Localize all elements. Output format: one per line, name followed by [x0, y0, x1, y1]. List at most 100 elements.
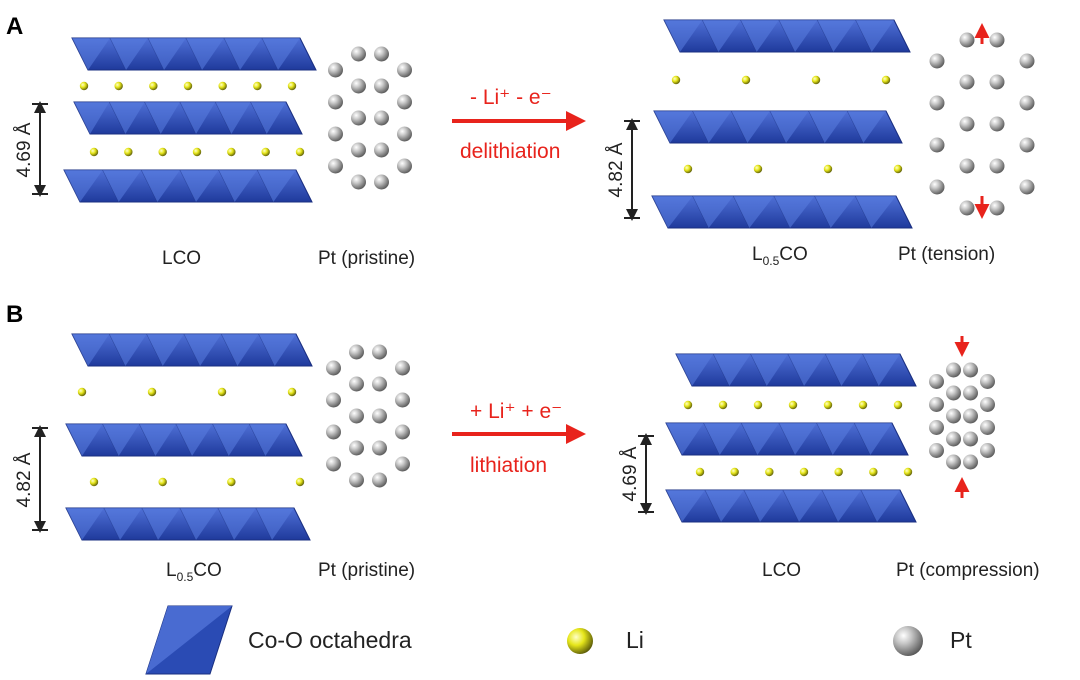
legend-pt-label: Pt [950, 627, 972, 653]
li-atom [881, 75, 891, 85]
octahedron-facet [218, 170, 258, 202]
pt-atom [1019, 53, 1035, 69]
pt-atom [959, 200, 975, 216]
octahedron-facet [262, 38, 300, 70]
panel-b-left-spacing: 4.82 Å [14, 452, 35, 507]
pt-atom [374, 110, 389, 126]
li-atom [192, 147, 202, 157]
li-atom [89, 477, 99, 487]
octahedron-facet [176, 424, 213, 456]
octahedron-facet [72, 38, 110, 70]
li-row [683, 164, 903, 174]
li-atom [823, 400, 833, 410]
octahedron-facet [102, 170, 142, 202]
panel-a-left-pt-label: Pt (pristine) [318, 248, 415, 269]
octahedron-facet [64, 170, 103, 202]
pt-atom [351, 78, 366, 94]
pt-atom [326, 456, 341, 472]
li-atom [114, 81, 123, 91]
li-row [79, 81, 297, 91]
octahedron-facet [825, 354, 863, 386]
panel-a-left-spacing: 4.69 Å [14, 122, 35, 177]
slab [665, 489, 917, 523]
pt-atom [946, 385, 961, 401]
li-row [89, 477, 305, 487]
panel-a-right-spacing: 4.82 Å [606, 142, 627, 197]
octahedron-facet [740, 20, 779, 52]
octahedron-facet [702, 20, 741, 52]
slab [665, 422, 909, 456]
pt-atom [328, 94, 343, 110]
legend-octahedra-label: Co-O octahedra [248, 627, 412, 653]
panel-b-right-spacing: 4.69 Å [620, 446, 641, 501]
pt-atom [989, 158, 1005, 174]
pt-atom [989, 200, 1005, 216]
li-row [77, 387, 297, 397]
octahedron-facet [817, 20, 856, 52]
li-row [695, 467, 913, 477]
pt-atom [1019, 137, 1035, 153]
octahedron-facet [774, 196, 815, 228]
slab [63, 169, 313, 203]
pt-atom [328, 158, 343, 174]
pt-atom [372, 344, 387, 360]
slab [663, 19, 911, 53]
panel-b-arrow-top: + Li⁺ + e⁻ [470, 400, 562, 423]
octahedron-facet [74, 102, 110, 134]
li-atom [158, 477, 167, 487]
pt-atom [929, 397, 944, 412]
slab [653, 110, 903, 144]
octahedron-facet [666, 490, 705, 522]
octahedron-facet [692, 111, 732, 143]
spacing-arrow [32, 101, 48, 197]
panel-b-right-label: LCO [762, 560, 801, 581]
octahedron-facet [180, 102, 216, 134]
octahedron-facet [741, 423, 779, 455]
li-atom [217, 387, 227, 397]
li-atom [253, 81, 262, 91]
pt-atom [351, 174, 366, 190]
pt-atom [395, 392, 410, 408]
octahedron-facet [750, 354, 788, 386]
pt-atom [395, 424, 410, 440]
octahedron-facet [146, 334, 184, 366]
pt-atom [946, 454, 961, 470]
octahedron-facet [855, 20, 894, 52]
pt-atom [328, 62, 343, 78]
octahedron-facet [854, 423, 892, 455]
octahedron-facet [110, 38, 148, 70]
octahedron-facet [66, 508, 104, 540]
pt-atom [397, 94, 412, 110]
pt-atom [374, 46, 389, 62]
slab [71, 37, 317, 71]
pt-atom [349, 440, 364, 456]
pt-atom [397, 126, 412, 142]
octahedron-facet [779, 423, 817, 455]
octahedron-facet [862, 354, 900, 386]
panel-b: B 4.82 Å L0.5CO Pt (pristine) + Li⁺ + e⁻… [6, 301, 1040, 584]
pt-atom [372, 440, 387, 456]
li-atom [218, 81, 227, 91]
panel-b-left-pt-label: Pt (pristine) [318, 560, 415, 581]
pt-atom [946, 408, 961, 424]
li-atom [741, 75, 751, 85]
octahedron-facet [733, 196, 774, 228]
octahedron-facet [652, 196, 693, 228]
octahedron-facet [783, 490, 822, 522]
pt-atom [989, 74, 1005, 90]
pt-atom [929, 95, 945, 111]
pt-cluster [328, 46, 412, 190]
octahedron-facet [141, 170, 180, 202]
octahedron-facet [654, 111, 693, 143]
pt-atom [946, 362, 961, 378]
li-atom [811, 75, 821, 85]
octahedron-facet [224, 38, 262, 70]
pt-atom [397, 62, 412, 78]
pt-atom [372, 376, 387, 392]
li-atom [227, 477, 236, 487]
pt-atom [929, 137, 945, 153]
pt-atom [395, 360, 410, 376]
li-atom [683, 400, 693, 410]
li-row [683, 400, 903, 410]
octahedron-facet [855, 196, 896, 228]
